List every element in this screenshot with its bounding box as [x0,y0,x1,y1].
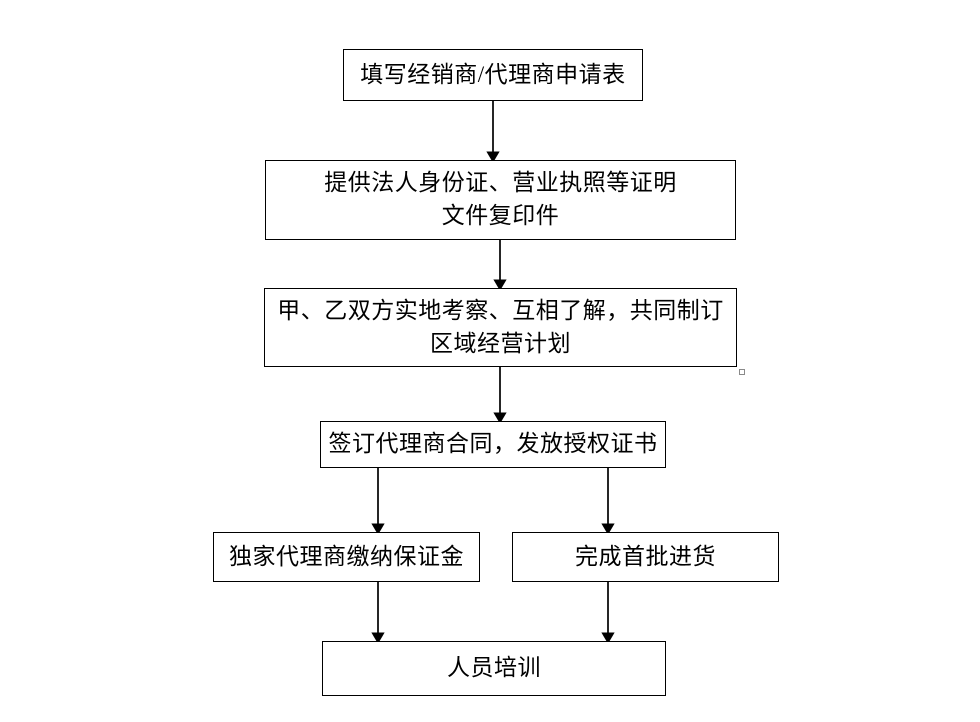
fill-application-form[interactable]: 填写经销商/代理商申请表 [343,49,643,101]
complete-first-purchase[interactable]: 完成首批进货 [512,532,779,582]
mutual-survey-and-plan-text-line: 甲、乙双方实地考察、互相了解，共同制订 [277,297,724,323]
sign-contract-issue-certificate[interactable]: 签订代理商合同，发放授权证书 [320,421,666,468]
provide-certification-documents[interactable]: 提供法人身份证、营业执照等证明文件复印件 [265,160,736,240]
selection-handle[interactable] [739,369,745,375]
exclusive-agent-pay-deposit[interactable]: 独家代理商缴纳保证金 [213,532,480,582]
mutual-survey-and-plan-text-line: 区域经营计划 [430,330,571,356]
fill-application-form-text-line: 填写经销商/代理商申请表 [360,61,626,87]
complete-first-purchase-text-line: 完成首批进货 [575,543,716,569]
exclusive-agent-pay-deposit-text-line: 独家代理商缴纳保证金 [229,543,464,569]
provide-certification-documents-text-line: 文件复印件 [441,203,560,228]
staff-training[interactable]: 人员培训 [322,641,666,696]
provide-certification-documents-text-line: 提供法人身份证、营业执照等证明 [324,170,677,196]
sign-contract-issue-certificate-text-line: 签订代理商合同，发放授权证书 [328,431,658,457]
staff-training-text-line: 人员培训 [447,655,541,681]
mutual-survey-and-plan[interactable]: 甲、乙双方实地考察、互相了解，共同制订区域经营计划 [264,288,737,367]
